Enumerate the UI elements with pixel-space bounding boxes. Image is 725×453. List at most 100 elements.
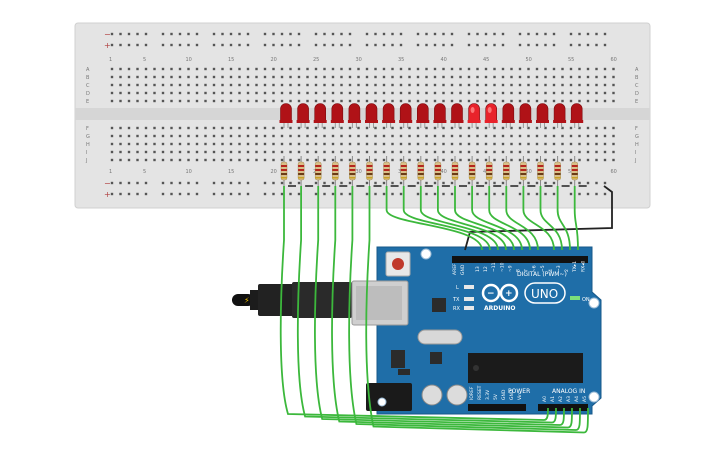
column-number: 15 — [228, 57, 234, 63]
row-letter: A — [86, 67, 90, 73]
digital-pin-label: 12 — [483, 266, 489, 272]
rail-minus-label-bottom: − — [104, 179, 111, 188]
row-letter: F — [86, 126, 89, 132]
digital-header[interactable] — [452, 256, 588, 263]
led[interactable] — [347, 103, 361, 129]
column-number: 10 — [186, 169, 192, 175]
power-pin-label: IOREF — [469, 386, 475, 400]
jumper-wire[interactable] — [522, 186, 555, 251]
resistor[interactable] — [520, 156, 536, 187]
jumper-wire[interactable] — [279, 186, 549, 421]
column-number: 20 — [271, 57, 277, 63]
column-number: 5 — [143, 57, 146, 63]
row-letter: F — [635, 126, 638, 132]
jumper-wires[interactable] — [279, 185, 613, 434]
power-jack — [366, 383, 412, 411]
analog-header[interactable] — [538, 404, 588, 411]
lightning-icon: ⚡ — [244, 296, 250, 305]
led[interactable] — [365, 103, 378, 129]
led[interactable] — [433, 103, 447, 129]
led[interactable] — [501, 103, 515, 129]
digital-pin-label: ~11 — [491, 262, 497, 272]
digital-header-label: DIGITAL (PWM~) — [517, 271, 567, 278]
led[interactable] — [467, 103, 481, 129]
on-label: ON — [582, 297, 590, 303]
resistor[interactable] — [280, 156, 296, 187]
resistor[interactable] — [571, 156, 587, 187]
header-pin-label: AREF — [452, 263, 458, 275]
led[interactable] — [518, 103, 532, 129]
resistor[interactable] — [468, 156, 485, 187]
resistor[interactable] — [349, 156, 365, 187]
power-pin-label: 5V — [493, 393, 499, 400]
row-letter: B — [86, 75, 90, 81]
power-pin-label: RESET — [477, 385, 483, 400]
led[interactable] — [296, 103, 310, 129]
resistor[interactable] — [503, 156, 519, 187]
usb-cable-end-icon — [232, 294, 254, 306]
led[interactable] — [553, 103, 567, 129]
resistor[interactable] — [383, 156, 399, 187]
resistor[interactable] — [417, 156, 433, 187]
column-number: 5 — [143, 169, 146, 175]
jumper-wire[interactable] — [331, 186, 573, 429]
led[interactable] — [484, 103, 498, 129]
power-header-label: POWER — [508, 388, 530, 395]
power-pin-label: GND — [501, 389, 507, 400]
led[interactable] — [313, 103, 327, 129]
led[interactable] — [382, 103, 396, 129]
jumper-wire[interactable] — [402, 186, 491, 251]
row-letter: C — [86, 83, 90, 89]
jumper-wire[interactable] — [505, 186, 539, 251]
column-number: 55 — [568, 169, 574, 175]
jumper-wire[interactable] — [365, 186, 589, 434]
digital-pin-label: 13 — [475, 266, 481, 272]
jumper-wire[interactable] — [348, 186, 581, 431]
jumper-wire[interactable] — [556, 186, 571, 251]
jumper-wire[interactable] — [539, 186, 563, 251]
ground-wire[interactable] — [464, 185, 613, 251]
resistor[interactable] — [314, 156, 331, 187]
column-number: 35 — [398, 57, 404, 63]
jumper-wire[interactable] — [454, 186, 515, 251]
led[interactable] — [450, 103, 464, 129]
resistor[interactable] — [400, 156, 416, 187]
power-pin-label: 3.3V — [485, 389, 491, 400]
led[interactable] — [570, 103, 584, 129]
digital-pin-label: ~6 — [532, 265, 538, 272]
led[interactable] — [416, 103, 430, 129]
resistor[interactable] — [537, 156, 553, 187]
column-number: 30 — [356, 169, 362, 175]
jumper-wire[interactable] — [488, 186, 531, 251]
resistor[interactable] — [366, 156, 382, 187]
svg-text:+: + — [505, 289, 513, 299]
resistor[interactable] — [485, 156, 502, 187]
row-letter: I — [635, 150, 636, 156]
row-letter: A — [635, 67, 639, 73]
led[interactable] — [399, 103, 413, 129]
arduino-uno-board[interactable]: ⚡ − — [232, 246, 602, 415]
resistor[interactable] — [297, 156, 314, 187]
jumper-wire[interactable] — [437, 186, 507, 251]
resistor[interactable] — [554, 156, 570, 187]
led[interactable] — [279, 103, 293, 129]
led[interactable] — [330, 103, 344, 129]
power-header[interactable] — [468, 404, 526, 411]
column-number: 25 — [313, 57, 319, 63]
column-number: 40 — [441, 57, 447, 63]
jumper-wire[interactable] — [314, 186, 565, 426]
jumper-wire[interactable] — [385, 186, 483, 251]
resistor[interactable] — [434, 156, 450, 187]
led[interactable] — [536, 103, 549, 129]
row-letter: J — [634, 158, 636, 164]
analog-pin-label: A2 — [558, 396, 564, 402]
row-letter: G — [86, 134, 90, 140]
jumper-wire[interactable] — [419, 186, 499, 251]
resistor[interactable] — [332, 156, 348, 187]
jumper-wire[interactable] — [471, 186, 523, 251]
jumper-wire[interactable] — [573, 186, 579, 251]
jumper-wire[interactable] — [296, 186, 557, 424]
resistor[interactable] — [451, 156, 467, 187]
